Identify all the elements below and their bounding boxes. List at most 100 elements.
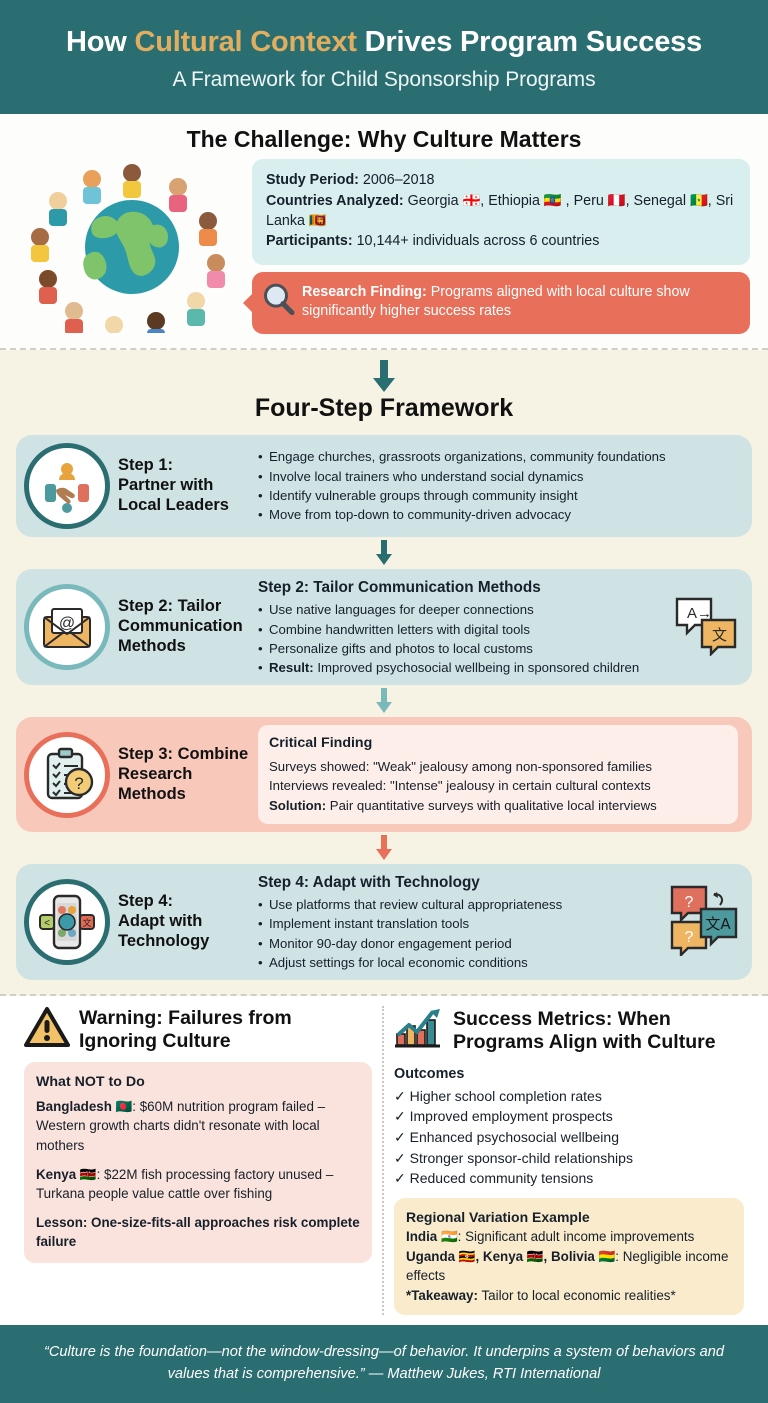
outcome-item: ✓ Improved employment prospects <box>394 1108 613 1125</box>
participants-value: 10,144+ individuals across 6 countries <box>352 233 600 250</box>
arrow-down-icon <box>16 359 752 392</box>
regional-line-2: Uganda 🇺🇬, Kenya 🇰🇪, Bolivia 🇧🇴: Negligi… <box>406 1247 732 1286</box>
finding-text: Programs aligned with local culture show… <box>302 283 690 320</box>
critical-finding-heading: Critical Finding <box>269 735 373 752</box>
solution-label: Solution: <box>269 797 327 813</box>
step-2-label-line-2: Communication <box>118 617 243 636</box>
critical-finding-solution: Solution: Pair quantitative surveys with… <box>269 796 727 815</box>
step-2-bullet: Combine handwritten letters with digital… <box>258 620 662 640</box>
step-4-label: Step 4: Adapt with Technology <box>118 892 250 951</box>
warning-lesson: Lesson: One-size-fits-all approaches ris… <box>36 1214 360 1249</box>
warning-header: Warning: Failures from Ignoring Culture <box>24 1006 372 1053</box>
step-card-4[interactable]: < 文 Step 4: Adapt with Technology Step 4… <box>16 863 752 981</box>
svg-text:A→: A→ <box>687 605 712 622</box>
connector-arrow-3-icon <box>16 834 752 861</box>
what-not-to-do-heading: What NOT to Do <box>36 1074 145 1091</box>
clipboard-question-icon: ? <box>24 731 110 818</box>
warning-item: Kenya 🇰🇪: $22M fish processing factory u… <box>36 1165 360 1203</box>
envelope-at-icon: @ <box>24 584 110 671</box>
svg-text:@: @ <box>59 615 75 632</box>
svg-text:?: ? <box>74 774 83 793</box>
regional-line-1-label: India 🇮🇳 <box>406 1229 458 1245</box>
step-4-body: Step 4: Adapt with Technology Use platfo… <box>258 872 658 973</box>
countries-value: Georgia 🇬🇪, Ethiopia 🇪🇹 , Peru 🇵🇪, Seneg… <box>266 192 734 229</box>
svg-text:?: ? <box>685 929 694 946</box>
warning-column: Warning: Failures from Ignoring Culture … <box>14 1006 384 1316</box>
step-3-label-line-3: Methods <box>118 784 186 803</box>
svg-text:文: 文 <box>82 917 91 929</box>
step-2-heading: Step 2: Tailor Communication Methods <box>258 578 541 596</box>
connector-arrow-1-icon <box>16 539 752 566</box>
challenge-section: The Challenge: Why Culture Matters <box>0 114 768 350</box>
magnifier-icon <box>260 280 298 325</box>
warning-title: Warning: Failures from Ignoring Culture <box>79 1007 292 1052</box>
step-2-bullet: Personalize gifts and photos to local cu… <box>258 639 662 659</box>
success-title: Success Metrics: When Programs Align wit… <box>453 1008 716 1053</box>
warning-item: Bangladesh 🇧🇩: $60M nutrition program fa… <box>36 1097 360 1154</box>
critical-finding-line: Surveys showed: "Weak" jealousy among no… <box>269 759 652 775</box>
framework-section: Four-Step Framework Step 1: Partner with… <box>0 349 768 997</box>
step-4-label-line-1: Step 4: <box>118 892 174 911</box>
study-period-value: 2006–2018 <box>358 172 435 189</box>
page-title: How Cultural Context Drives Program Succ… <box>20 26 748 59</box>
critical-finding-line: Interviews revealed: "Intense" jealousy … <box>269 778 651 794</box>
translate-bubbles-icon: A→ 文 <box>674 594 738 661</box>
regional-line-1-text: : Significant adult income improvements <box>457 1229 695 1245</box>
step-3-label: Step 3: Combine Research Methods <box>118 745 250 804</box>
step-2-label-line-1: Step 2: Tailor <box>118 597 222 616</box>
regional-variation-box: Regional Variation Example India 🇮🇳: Sig… <box>394 1198 744 1316</box>
warning-item-country: Bangladesh 🇧🇩 <box>36 1099 133 1115</box>
step-3-label-line-1: Step 3: Combine <box>118 744 249 763</box>
warning-triangle-icon <box>24 1006 70 1053</box>
step-card-2[interactable]: @ Step 2: Tailor Communication Methods S… <box>16 568 752 686</box>
step-4-bullet: Implement instant translation tools <box>258 914 658 934</box>
step-2-result: Result: Improved psychosocial wellbeing … <box>258 658 662 678</box>
children-around-globe-icon <box>18 161 246 333</box>
what-not-to-do-box: What NOT to Do Bangladesh 🇧🇩: $60M nutri… <box>24 1062 372 1263</box>
framework-title: Four-Step Framework <box>254 393 514 422</box>
step-2-label: Step 2: Tailor Communication Methods <box>118 597 250 656</box>
smartphone-apps-icon: < 文 <box>24 879 110 966</box>
step-2-result-label: Result: <box>269 660 314 676</box>
title-accent: Cultural Context <box>134 26 357 58</box>
step-4-label-line-2: Adapt with <box>118 912 203 931</box>
success-column: Success Metrics: When Programs Align wit… <box>384 1006 754 1316</box>
outcomes-list: Outcomes ✓ Higher school completion rate… <box>394 1064 744 1189</box>
solution-text: Pair quantitative surveys with qualitati… <box>326 797 657 813</box>
outcome-item: ✓ Reduced community tensions <box>394 1170 594 1187</box>
step-1-label-line-2: Partner with <box>118 476 214 495</box>
study-details-card: Study Period: 2006–2018 Countries Analyz… <box>252 159 750 265</box>
svg-text:文: 文 <box>712 626 727 644</box>
challenge-section-title: The Challenge: Why Culture Matters <box>186 126 582 153</box>
step-2-body: Step 2: Tailor Communication Methods Use… <box>258 577 662 678</box>
regional-heading: Regional Variation Example <box>406 1209 590 1226</box>
step-card-1[interactable]: Step 1: Partner with Local Leaders Engag… <box>16 434 752 537</box>
step-2-label-line-3: Methods <box>118 637 186 656</box>
step-card-3[interactable]: ? Step 3: Combine Research Methods Criti… <box>16 717 752 832</box>
header-banner: How Cultural Context Drives Program Succ… <box>0 0 768 115</box>
step-4-label-line-3: Technology <box>118 931 210 950</box>
outcomes-heading: Outcomes <box>394 1066 465 1083</box>
participants-label: Participants: <box>266 233 353 250</box>
finding-label: Research Finding: <box>302 283 427 300</box>
handshake-icon <box>24 442 110 529</box>
step-2-result-text: Improved psychosocial wellbeing in spons… <box>313 660 640 676</box>
svg-text:文A: 文A <box>705 915 731 933</box>
step-4-bullet: Monitor 90-day donor engagement period <box>258 934 658 954</box>
step-1-body: Engage churches, grassroots organization… <box>258 447 738 524</box>
step-4-heading: Step 4: Adapt with Technology <box>258 873 480 891</box>
title-post: Drives Program Success <box>356 26 703 58</box>
countries-label: Countries Analyzed: <box>266 192 404 209</box>
regional-line-2-text: : Negligible income effects <box>406 1248 729 1284</box>
growth-chart-icon <box>394 1006 444 1055</box>
regional-takeaway: *Takeaway: Tailor to local economic real… <box>406 1286 732 1305</box>
connector-arrow-2-icon <box>16 688 752 714</box>
outcome-item: ✓ Higher school completion rates <box>394 1087 602 1104</box>
warning-item-text: : $22M fish processing factory unused – … <box>36 1166 334 1201</box>
step-1-bullet: Identify vulnerable groups through commu… <box>258 486 738 506</box>
success-header: Success Metrics: When Programs Align wit… <box>394 1006 744 1055</box>
takeaway-label: *Takeaway: <box>406 1287 478 1303</box>
step-2-bullet: Use native languages for deeper connecti… <box>258 600 662 620</box>
step-4-bullet: Adjust settings for local economic condi… <box>258 953 658 973</box>
